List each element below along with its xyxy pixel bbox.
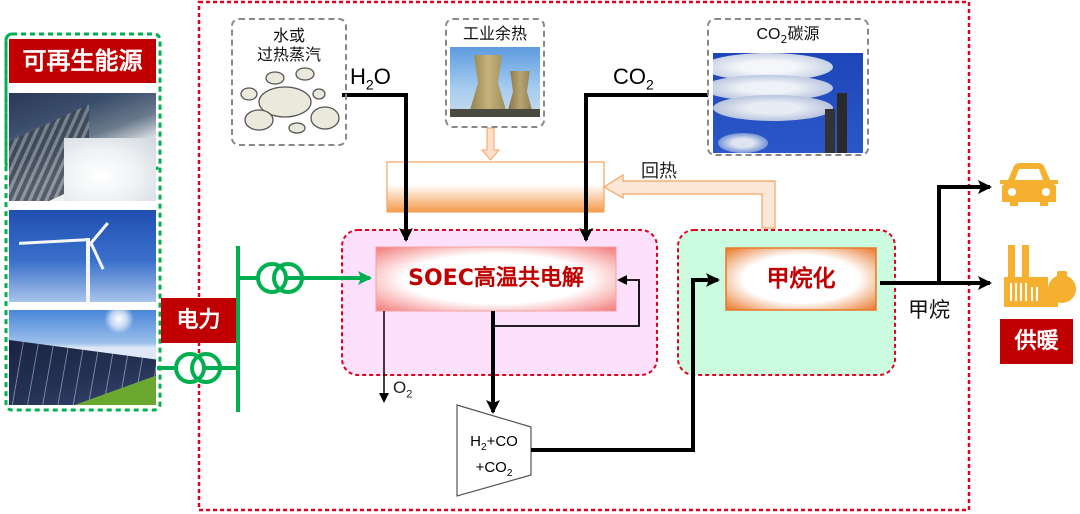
compressor [456,404,532,497]
co2-source-sub: 2 [780,33,788,47]
smokestack-image [713,53,863,154]
recycle-loop-line [493,275,640,327]
transformer-icon-lower [174,352,222,384]
co2-source-co: CO [756,26,781,43]
wind-turbine-image [9,210,156,302]
o2-sub: 2 [406,388,413,401]
steam-label-line1: 水或 [272,26,305,45]
o2-label: O2 [393,378,412,400]
soec-title: SOEC高温共电解 [408,266,584,291]
renewable-energy-label: 可再生能源 [9,39,156,83]
power-label: 电力 [161,298,236,343]
steam-source-box: 水或 过热蒸汽 [231,18,347,146]
methanation-title: 甲烷化 [766,266,836,292]
methane-product-label: 甲烷 [908,298,950,322]
heating-label: 供暖 [1000,319,1073,364]
h2o-sub: 2 [365,76,374,93]
co2-source-tail: 碳源 [787,24,820,43]
factory-icon [1004,245,1076,307]
h2o-h: H [350,64,366,89]
syngas-line2: +CO2 [475,459,513,479]
methane-to-transport-line [937,180,992,283]
steam-label-line2: 过热蒸汽 [256,45,321,64]
co2-flow-line [579,93,708,242]
methanation-box [725,247,877,311]
hydropower-image [9,93,156,201]
steam-cloud-icon [240,67,340,134]
h2o-flow-line [342,93,413,242]
waste-heat-arrow [480,127,501,161]
heat-exchanger [386,161,605,213]
transformer-icon-upper [256,262,304,294]
syngas-label: H2+CO +CO2 [457,432,531,484]
waste-heat-label: 工业余热 [462,24,527,43]
co2-source-box: CO2碳源 [707,18,869,156]
car-icon [1000,163,1058,206]
co2-sub: 2 [646,76,654,93]
o2-o: O [393,378,407,397]
heat-recovery-arrow [602,173,776,229]
syngas-line1: H2+CO [470,433,518,453]
cooling-tower-image [450,47,540,117]
heat-recovery-label: 回热 [641,161,677,182]
soec-box [375,246,617,312]
co2-flow-label: CO2 [613,64,654,92]
system-boundary [197,0,971,512]
syngas-to-methanation-line [531,273,720,452]
h2o-o: O [373,64,391,89]
solar-panel-image [9,310,156,405]
waste-heat-source-box: 工业余热 [445,18,545,128]
h2o-flow-label: H2O [350,64,391,92]
renewable-group-boundary-lower [4,32,162,412]
co2-source-label: CO2碳源 [709,24,867,50]
co2-co: CO [613,64,646,89]
